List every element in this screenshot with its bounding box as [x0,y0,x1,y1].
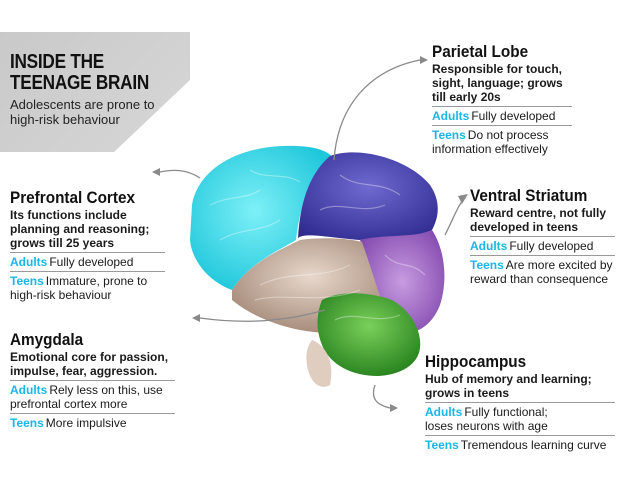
parietal-desc: Responsible for touch, sight, language; … [432,62,572,104]
striatum-title: Ventral Striatum [470,186,588,205]
subtitle-line-1: Adolescents are prone to [10,97,155,112]
hippocampus-desc: Hub of memory and learning; grows in tee… [425,372,615,400]
hippocampus-adults-text-2: loses neurons with age [425,419,548,433]
prefrontal-section: Prefrontal Cortex Its functions include … [10,188,165,302]
teens-tag: Teens [10,274,44,288]
hippocampus-teens-text: Tremendous learning curve [460,438,607,452]
hippocampus-desc-2: grows in teens [425,386,510,400]
adults-tag: Adults [10,383,48,397]
adults-tag: Adults [425,405,463,419]
parietal-section: Parietal Lobe Responsible for touch, sig… [432,42,572,156]
striatum-desc-1: Reward centre, not fully [470,206,607,220]
teens-tag: Teens [470,258,504,272]
teens-tag: Teens [425,438,459,452]
striatum-desc: Reward centre, not fully developed in te… [470,206,615,234]
parietal-desc-3: till early 20s [432,90,501,104]
brainstem [306,340,332,387]
amygdala-adults-text-2: prefrontal cortex more [10,397,128,411]
amygdala-title: Amygdala [10,330,84,349]
striatum-teens-text-2: reward than consequence [470,272,609,286]
hippocampus-title: Hippocampus [425,352,527,371]
parietal-desc-1: Responsible for touch, [432,62,563,76]
page-title: INSIDE THE TEENAGE BRAIN [10,52,165,94]
prefrontal-adults-text: Fully developed [49,255,134,269]
adults-tag: Adults [432,109,470,123]
adults-tag: Adults [470,239,508,253]
prefrontal-desc-3: grows till 25 years [10,236,115,250]
striatum-desc-2: developed in teens [470,220,579,234]
hippocampus-section: Hippocampus Hub of memory and learning; … [425,352,615,452]
parietal-region [298,152,438,240]
striatum-section: Ventral Striatum Reward centre, not full… [470,186,615,286]
teens-tag: Teens [432,128,466,142]
prefrontal-title: Prefrontal Cortex [10,188,135,207]
hippocampus-adults-text-1: Fully functional; [464,405,548,419]
subtitle-line-2: high-risk behaviour [10,112,120,127]
amygdala-desc-1: Emotional core for passion, [10,350,169,364]
amygdala-desc: Emotional core for passion, impulse, fea… [10,350,175,378]
amygdala-teens-text: More impulsive [45,416,127,430]
striatum-region [360,230,445,333]
prefrontal-desc-2: planning and reasoning; [10,222,150,236]
prefrontal-desc-1: Its functions include [10,208,127,222]
prefrontal-teens-text-2: high-risk behaviour [10,288,112,302]
striatum-teens-text-1: Are more excited by [505,258,613,272]
title-line-2: TEENAGE BRAIN [10,72,150,94]
parietal-desc-2: sight, language; grows [432,76,563,90]
amygdala-desc-2: impulse, fear, aggression. [10,364,158,378]
teens-tag: Teens [10,416,44,430]
title-line-1: INSIDE THE [10,51,104,73]
amygdala-adults-text-1: Rely less on this, use [49,383,163,397]
prefrontal-region [190,145,334,290]
page-subtitle: Adolescents are prone to high-risk behav… [10,97,190,127]
hippocampus-desc-1: Hub of memory and learning; [425,372,592,386]
parietal-teens-text-1: Do not process [467,128,549,142]
prefrontal-desc: Its functions include planning and reaso… [10,208,165,250]
hippocampus-region [317,293,421,376]
parietal-title: Parietal Lobe [432,42,529,61]
adults-tag: Adults [10,255,48,269]
striatum-adults-text: Fully developed [509,239,594,253]
parietal-teens-text-2: information effectively [432,142,548,156]
amygdala-section: Amygdala Emotional core for passion, imp… [10,330,175,430]
prefrontal-teens-text-1: Immature, prone to [45,274,148,288]
parietal-adults-text: Fully developed [471,109,556,123]
